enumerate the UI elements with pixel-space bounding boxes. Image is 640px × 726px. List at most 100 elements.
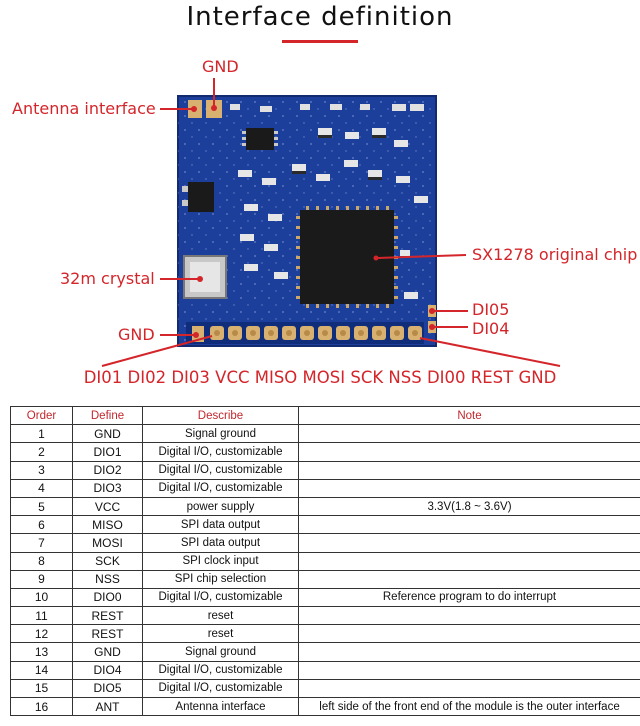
cell-order: 8 — [10, 551, 73, 571]
cell-order: 3 — [10, 460, 73, 480]
label-antenna-interface: Antenna interface — [12, 99, 156, 118]
label-dio5: DI05 — [472, 300, 510, 319]
header-note: Note — [298, 405, 640, 426]
cell-note — [298, 442, 640, 462]
cell-define: DIO5 — [72, 678, 143, 699]
label-sx1278-chip: SX1278 original chip — [472, 245, 638, 264]
cell-note — [298, 424, 640, 444]
cell-order: 9 — [10, 569, 73, 589]
cell-define: MOSI — [72, 533, 143, 553]
small-ic — [246, 128, 274, 150]
cell-define: REST — [72, 624, 143, 644]
cell-note — [298, 642, 640, 662]
cell-define: DIO2 — [72, 460, 143, 480]
cell-define: GND — [72, 642, 143, 662]
cell-describe: Digital I/O, customizable — [142, 660, 299, 680]
cell-order: 5 — [10, 496, 73, 517]
cell-note — [298, 551, 640, 571]
cell-define: MISO — [72, 515, 143, 535]
label-gnd-left: GND — [118, 325, 155, 344]
cell-define: REST — [72, 606, 143, 626]
cell-describe: SPI data output — [142, 515, 299, 535]
cell-define: DIO3 — [72, 478, 143, 498]
cell-note — [298, 624, 640, 644]
cell-order: 12 — [10, 624, 73, 644]
cell-define: DIO1 — [72, 442, 143, 462]
cell-order: 16 — [10, 696, 73, 717]
cell-order: 15 — [10, 678, 73, 699]
cell-describe: Antenna interface — [142, 696, 299, 717]
cell-define: SCK — [72, 551, 143, 571]
cell-order: 6 — [10, 515, 73, 535]
cell-order: 4 — [10, 478, 73, 498]
cell-describe: Digital I/O, customizable — [142, 678, 299, 699]
cell-define: ANT — [72, 696, 143, 717]
page-title: Interface definition — [186, 2, 454, 32]
label-gnd-top: GND — [202, 57, 239, 76]
cell-note — [298, 460, 640, 480]
header-order: Order — [10, 405, 73, 426]
cell-note — [298, 478, 640, 498]
header-describe: Describe — [142, 405, 299, 426]
cell-order: 2 — [10, 442, 73, 462]
title-underline — [282, 40, 358, 43]
module-diagram: GND Antenna interface SX1278 original ch… — [12, 57, 638, 387]
header-define: Define — [72, 405, 143, 426]
cell-define: DIO4 — [72, 660, 143, 680]
module-illustration — [101, 78, 561, 367]
cell-note — [298, 660, 640, 680]
cell-note — [298, 515, 640, 535]
cell-describe: Signal ground — [142, 424, 299, 444]
cell-describe: SPI data output — [142, 533, 299, 553]
label-dio4: DI04 — [472, 319, 510, 338]
cell-define: DIO0 — [72, 587, 143, 608]
label-32m-crystal: 32m crystal — [60, 269, 155, 288]
cell-describe: SPI clock input — [142, 551, 299, 571]
cell-note: left side of the front end of the module… — [298, 696, 640, 717]
cell-describe: Digital I/O, customizable — [142, 478, 299, 498]
cell-describe: reset — [142, 624, 299, 644]
cell-note — [298, 569, 640, 589]
cell-describe: Digital I/O, customizable — [142, 460, 299, 480]
cell-order: 14 — [10, 660, 73, 680]
cell-note: Reference program to do interrupt — [298, 587, 640, 608]
cell-define: VCC — [72, 496, 143, 517]
cell-note — [298, 533, 640, 553]
cell-order: 1 — [10, 424, 73, 444]
cell-describe: Digital I/O, customizable — [142, 442, 299, 462]
cell-note — [298, 606, 640, 626]
cell-note — [298, 678, 640, 699]
cell-describe: reset — [142, 606, 299, 626]
bottom-pins — [192, 326, 422, 342]
cell-describe: SPI chip selection — [142, 569, 299, 589]
cell-note: 3.3V(1.8 ~ 3.6V) — [298, 496, 640, 517]
cell-describe: Digital I/O, customizable — [142, 587, 299, 608]
cell-describe: power supply — [142, 496, 299, 517]
table-header-row: Order Define Describe Note — [10, 405, 640, 426]
cell-define: NSS — [72, 569, 143, 589]
cell-order: 10 — [10, 587, 73, 608]
label-pin-row: DI01 DI02 DI03 VCC MISO MOSI SCK NSS DI0… — [83, 368, 557, 387]
cell-order: 11 — [10, 606, 73, 626]
cell-order: 7 — [10, 533, 73, 553]
cell-define: GND — [72, 424, 143, 444]
cell-describe: Signal ground — [142, 642, 299, 662]
